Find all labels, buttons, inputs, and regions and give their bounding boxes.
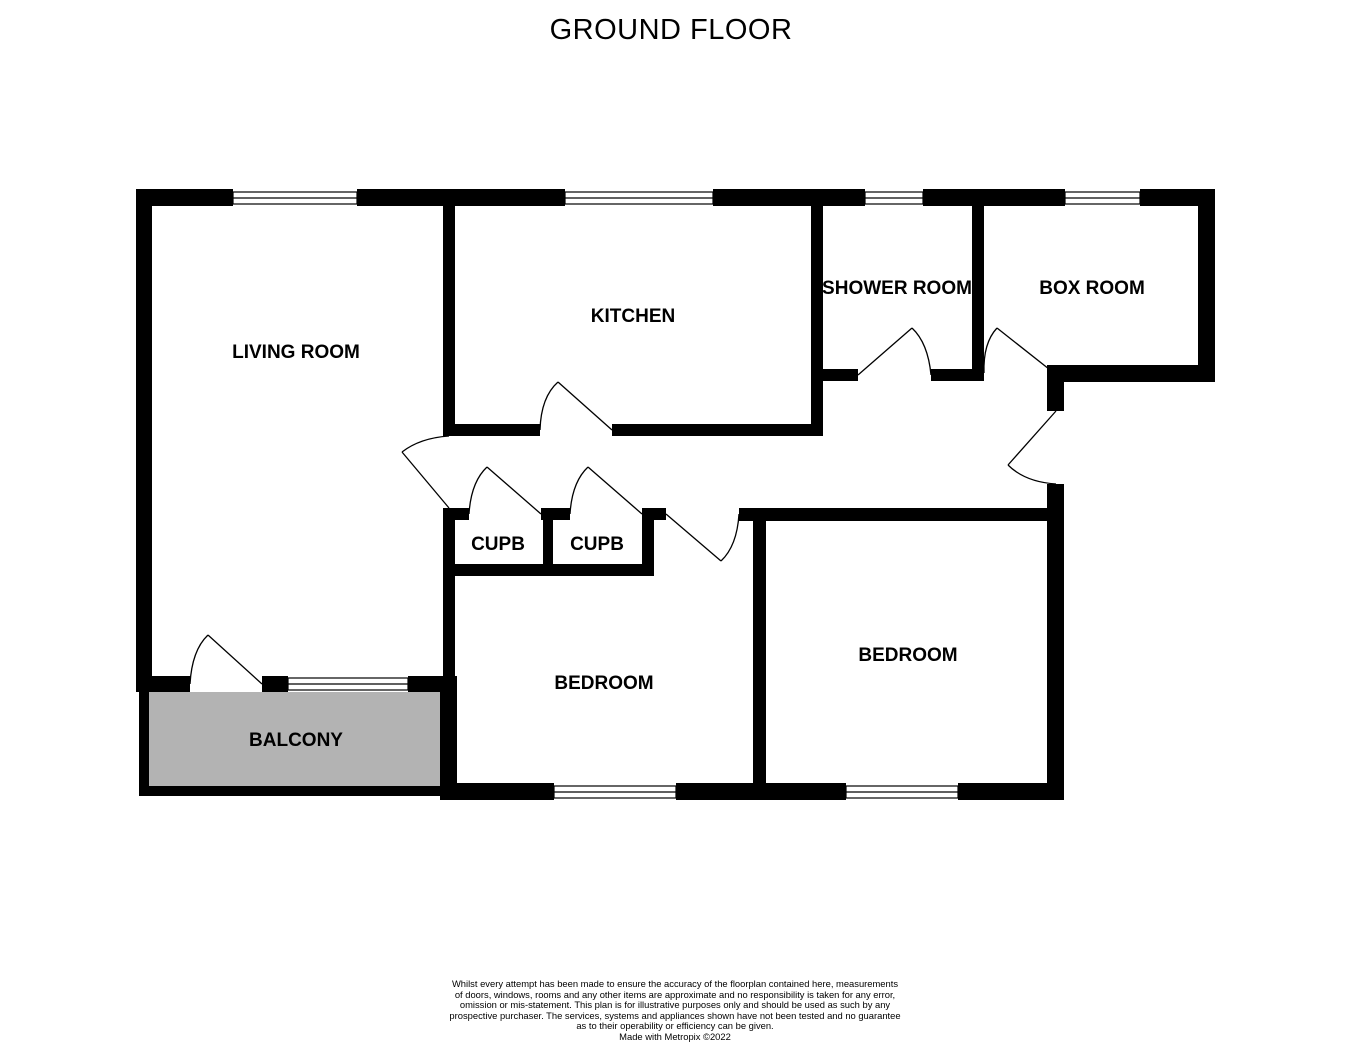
floor-title: GROUND FLOOR [549, 14, 793, 46]
disclaimer: Whilst every attempt has been made to en… [425, 978, 925, 1043]
label-shower-room: SHOWER ROOM [822, 278, 972, 299]
label-box-room: BOX ROOM [1039, 278, 1145, 299]
door-cupboard-1 [468, 466, 542, 515]
label-cupboard-1: CUPB [471, 534, 525, 555]
disclaimer-line: of doors, windows, rooms and any other i… [454, 988, 896, 1000]
door-cupboard-2 [569, 466, 643, 515]
disclaimer-line: omission or mis-statement. This plan is … [459, 999, 891, 1011]
disclaimer-line: Whilst every attempt has been made to en… [451, 978, 899, 989]
door-shower [857, 327, 932, 376]
doors [189, 327, 1057, 685]
walls [136, 189, 1215, 800]
label-living-room: LIVING ROOM [232, 342, 360, 363]
window-shower-top [864, 191, 924, 205]
label-cupboard-2: CUPB [570, 534, 624, 555]
windows [232, 191, 1141, 799]
window-boxroom-top [1064, 191, 1141, 205]
disclaimer-credit: Made with Metropix ©2022 [619, 1030, 731, 1042]
door-entrance [1007, 410, 1057, 485]
label-bedroom-2: BEDROOM [858, 645, 957, 666]
door-bedroom-1 [665, 513, 740, 562]
label-balcony: BALCONY [249, 730, 343, 751]
window-bedroom2-bottom [845, 785, 959, 799]
label-kitchen: KITCHEN [591, 306, 675, 327]
disclaimer-line: as to their operability or efficiency ca… [576, 1020, 774, 1032]
window-living-balcony [287, 677, 409, 691]
door-kitchen [539, 381, 613, 431]
door-box-room [983, 327, 1055, 374]
door-living [401, 435, 450, 509]
window-bedroom1-bottom [553, 785, 677, 799]
door-balcony [189, 634, 263, 685]
window-kitchen-top [564, 191, 714, 205]
disclaimer-line: prospective purchaser. The services, sys… [449, 1009, 901, 1021]
label-bedroom-1: BEDROOM [554, 673, 653, 694]
balcony-area [148, 692, 440, 786]
window-living-top [232, 191, 358, 205]
